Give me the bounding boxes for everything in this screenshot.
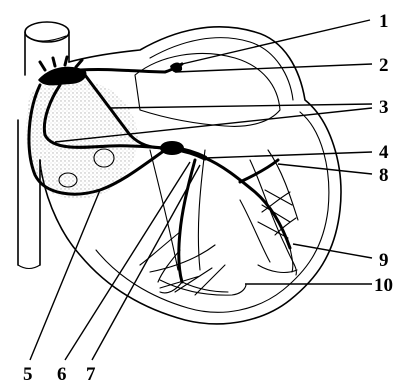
leader-8 bbox=[278, 164, 372, 174]
leader-3a bbox=[110, 104, 372, 108]
label-10: 10 bbox=[374, 275, 393, 296]
superior-vena-cava bbox=[25, 22, 69, 75]
label-5: 5 bbox=[23, 364, 33, 385]
label-8: 8 bbox=[379, 165, 389, 186]
bachmann-bundle bbox=[80, 64, 182, 72]
label-1: 1 bbox=[379, 11, 389, 32]
left-bundle-branch bbox=[205, 158, 290, 248]
leader-2 bbox=[175, 64, 372, 72]
label-9: 9 bbox=[379, 250, 389, 271]
purkinje-fibers-right bbox=[158, 250, 228, 293]
label-4: 4 bbox=[379, 142, 389, 163]
label-6: 6 bbox=[57, 364, 67, 385]
label-7: 7 bbox=[86, 364, 96, 385]
label-3: 3 bbox=[379, 97, 389, 118]
leader-4 bbox=[205, 152, 372, 158]
label-2: 2 bbox=[379, 55, 389, 76]
left-papillary-muscles bbox=[240, 150, 298, 275]
left-atrium bbox=[135, 53, 280, 126]
leader-9 bbox=[293, 244, 372, 258]
